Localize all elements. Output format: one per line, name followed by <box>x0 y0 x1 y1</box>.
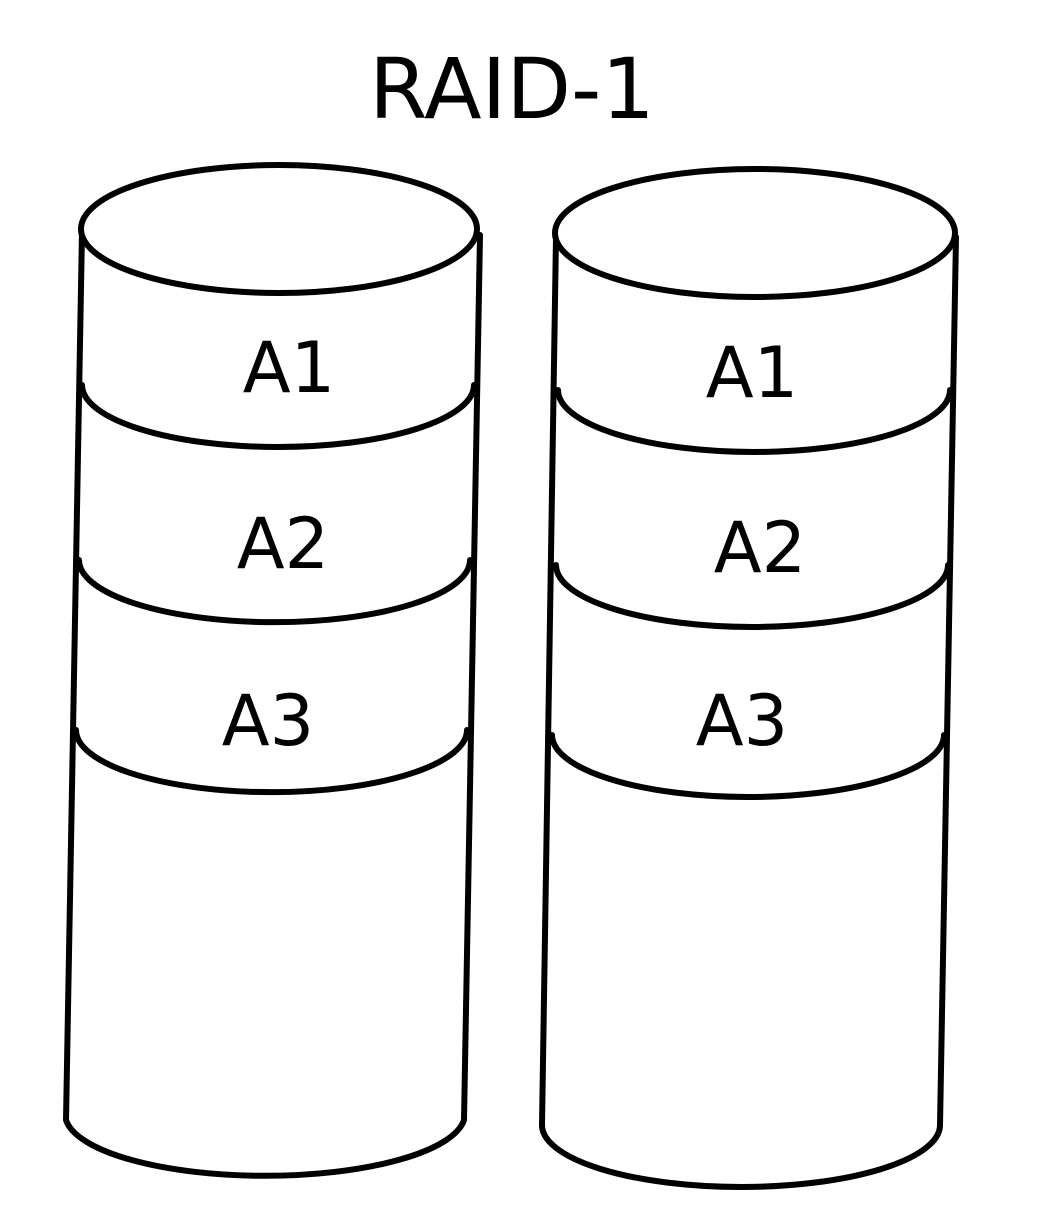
disk-2-body <box>539 234 959 1190</box>
disk-1-top <box>78 162 480 296</box>
disk-1: A1 A2 A3 <box>63 162 483 1179</box>
disk-2-block-2: A2 <box>714 507 806 589</box>
disk-1-block-1: A1 <box>243 327 335 409</box>
disk-1-block-2: A2 <box>237 503 329 585</box>
disk-1-separator <box>73 727 470 796</box>
disk-2-separator <box>553 562 951 630</box>
disk-1-body <box>63 229 483 1179</box>
diagram-title: RAID-1 <box>369 40 655 138</box>
disk-2-top <box>552 166 958 300</box>
disk-2-separator <box>549 732 947 800</box>
disk-2: A1 A2 A3 <box>539 166 959 1190</box>
disk-1-separator <box>76 557 473 626</box>
disk-2-separator <box>555 387 953 455</box>
disk-2-block-3: A3 <box>696 680 788 762</box>
disk-1-block-3: A3 <box>222 680 314 762</box>
disk-2-block-1: A1 <box>706 332 798 414</box>
disk-1-separator <box>79 382 477 450</box>
